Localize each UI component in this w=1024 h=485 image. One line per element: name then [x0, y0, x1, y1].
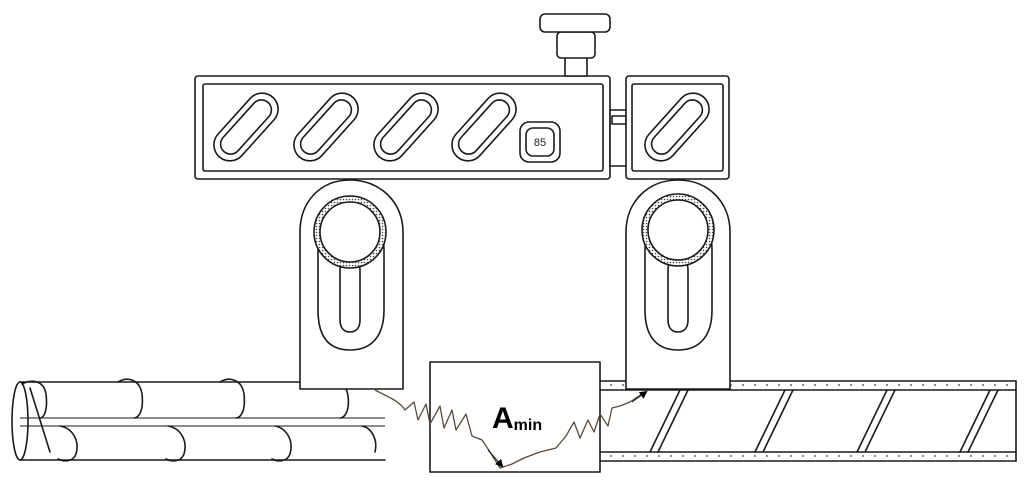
top-slotted-bar-right — [625, 75, 730, 180]
contact-line — [374, 389, 646, 469]
top-lock-pin[interactable] — [539, 13, 611, 77]
size-badge-label: 85 — [534, 137, 546, 149]
amin-label: Amin — [492, 402, 542, 435]
coupling-sleeve — [429, 361, 601, 473]
right-knob[interactable] — [641, 193, 715, 267]
top-slotted-bar — [194, 75, 611, 180]
left-knob[interactable] — [313, 195, 387, 269]
left-rebar — [11, 378, 386, 462]
size-badge: 85 — [519, 121, 561, 163]
right-rebar — [599, 380, 1017, 462]
